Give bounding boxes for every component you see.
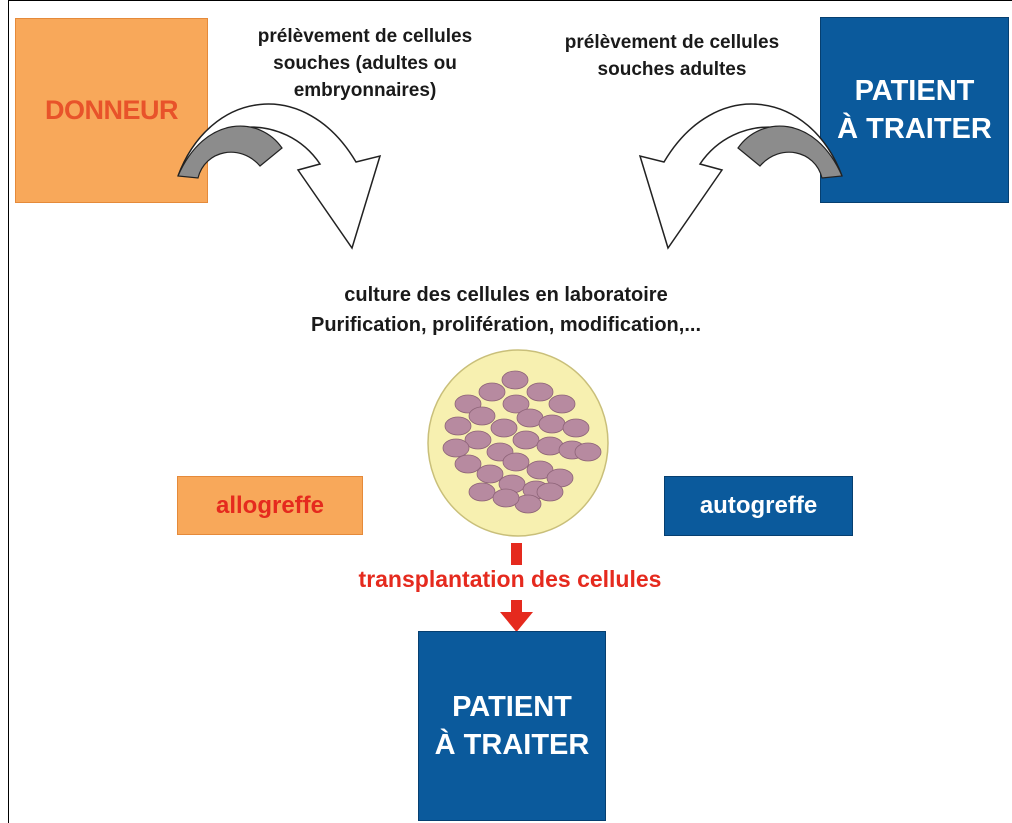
cell: [464, 430, 492, 450]
cell: [490, 418, 518, 438]
cell: [562, 418, 590, 438]
autograft-label: autogreffe: [664, 476, 853, 536]
transplant-caption: transplantation des cellules: [358, 566, 662, 592]
cell: [502, 394, 530, 414]
right-curved-arrow: [638, 103, 843, 250]
cell-culture-dish: [427, 349, 609, 537]
right-sampling-caption: prélèvement de cellules souches adultes: [564, 32, 780, 80]
frame-top-border: [8, 0, 1012, 1]
frame-left-border: [8, 0, 9, 823]
cell: [468, 482, 496, 502]
cell: [444, 416, 472, 436]
cell-cluster: [442, 370, 602, 514]
cell: [442, 438, 470, 458]
cell: [512, 430, 540, 450]
cell: [454, 454, 482, 474]
cell: [538, 414, 566, 434]
cell: [526, 382, 554, 402]
left-curved-arrow: [177, 103, 382, 250]
cell: [468, 406, 496, 426]
culture-caption: culture des cellules en laboratoire Puri…: [310, 284, 702, 336]
patient-box-top: PATIENT À TRAITER: [820, 17, 1009, 203]
cell: [478, 382, 506, 402]
transplant-arrow: [500, 543, 533, 632]
patient-box-bottom: PATIENT À TRAITER: [418, 631, 606, 821]
allograft-label: allogreffe: [177, 476, 363, 535]
cell: [502, 452, 530, 472]
cell: [536, 482, 564, 502]
cell: [492, 488, 520, 508]
cell: [501, 370, 529, 390]
cell: [548, 394, 576, 414]
cell: [574, 442, 602, 462]
cell: [476, 464, 504, 484]
donor-box: DONNEUR: [15, 18, 208, 203]
left-sampling-caption: prélèvement de cellules souches (adultes…: [257, 26, 473, 101]
